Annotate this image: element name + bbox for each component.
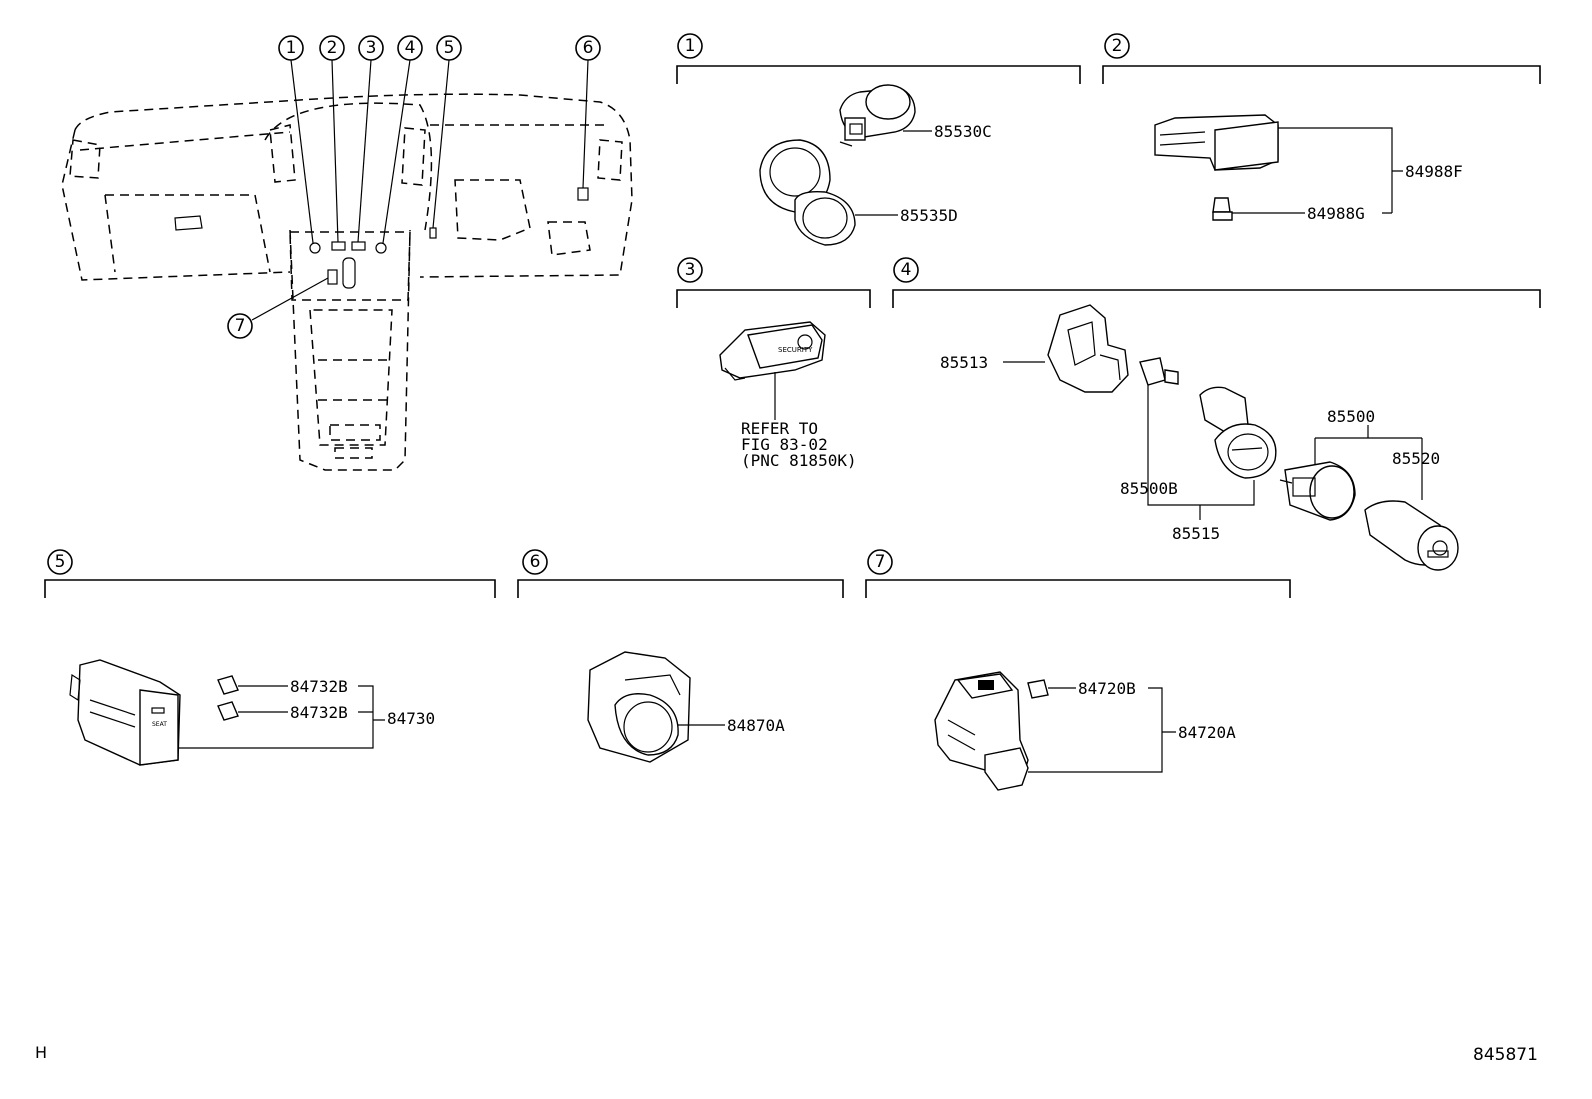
footer-letter: H <box>35 1043 47 1062</box>
section-7: 7 84720B 84720A <box>865 549 1291 791</box>
section-7-number: 7 <box>875 552 886 572</box>
section-2-number: 2 <box>1112 36 1123 56</box>
svg-text:5: 5 <box>444 38 455 58</box>
mirror-switch-84870A <box>587 651 691 763</box>
svg-text:7: 7 <box>235 316 246 336</box>
part-84720A: 84720A <box>1178 723 1236 742</box>
lighter-85520 <box>1364 500 1459 571</box>
svg-text:6: 6 <box>583 38 594 58</box>
svg-text:1: 1 <box>286 38 297 58</box>
section-2: 2 84988F 84988G <box>1102 33 1541 223</box>
part-85535D: 85535D <box>900 206 958 225</box>
section-6-number: 6 <box>530 552 541 572</box>
dashboard-overview: 1 2 3 4 5 6 7 <box>61 35 633 471</box>
part-84988G: 84988G <box>1307 204 1365 223</box>
section-4-number: 4 <box>901 260 912 280</box>
part-84730: 84730 <box>387 709 435 728</box>
callout-7: 7 <box>227 313 253 339</box>
refer-note-line2: FIG 83-02 <box>741 435 828 454</box>
callout-6: 6 <box>575 35 601 61</box>
callout-5: 5 <box>436 35 462 61</box>
section-3: 3 SECURITY REFER TO FIG 83-02 (PNC 81850… <box>676 257 871 470</box>
socket-85500 <box>1279 461 1356 521</box>
part-84732B-a: 84732B <box>290 677 348 696</box>
part-84870A: 84870A <box>727 716 785 735</box>
section-1-number: 1 <box>685 36 696 56</box>
svg-text:SEAT: SEAT <box>152 721 167 728</box>
security-switch-text: SECURITY <box>778 346 813 354</box>
refer-note-line1: REFER TO <box>741 419 818 438</box>
part-85513: 85513 <box>940 353 988 372</box>
callout-4: 4 <box>397 35 423 61</box>
bulb-84988G <box>1212 197 1233 221</box>
callout-3: 3 <box>358 35 384 61</box>
switch-84988F <box>1154 114 1279 171</box>
part-85530C: 85530C <box>934 122 992 141</box>
svg-text:4: 4 <box>405 38 416 58</box>
section-5-number: 5 <box>55 552 66 572</box>
bracket-85513 <box>1047 304 1129 393</box>
part-85500: 85500 <box>1327 407 1375 426</box>
socket-85515 <box>1199 386 1277 479</box>
part-84988F: 84988F <box>1405 162 1463 181</box>
part-85500B: 85500B <box>1120 479 1178 498</box>
svg-text:3: 3 <box>366 38 377 58</box>
ring-85535D <box>759 139 856 246</box>
section-1: 1 85530C 85535D <box>676 33 1081 246</box>
part-85515: 85515 <box>1172 524 1220 543</box>
switch-84730: SEAT <box>69 659 181 766</box>
diagram-id: 845871 <box>1473 1045 1538 1065</box>
callout-1: 1 <box>278 35 304 61</box>
callout-2: 2 <box>319 35 345 61</box>
socket-85530C <box>839 84 916 147</box>
section-3-number: 3 <box>685 260 696 280</box>
security-switch: SECURITY <box>719 321 826 381</box>
section-6: 6 84870A <box>517 549 844 763</box>
part-84720B: 84720B <box>1078 679 1136 698</box>
section-4: 4 85513 85500B 85515 85500 85520 <box>892 257 1541 571</box>
bulb-84720B <box>1027 679 1049 699</box>
refer-note-line3: (PNC 81850K) <box>741 451 857 470</box>
bulb-84732B-2 <box>217 701 239 721</box>
part-85520: 85520 <box>1392 449 1440 468</box>
section-5: 5 SEAT 84732B 84732B 84730 <box>44 549 496 766</box>
bulb-84732B-1 <box>217 675 239 695</box>
bulb-85500B <box>1139 357 1179 386</box>
part-84732B-b: 84732B <box>290 703 348 722</box>
switch-84720A <box>934 671 1029 791</box>
svg-text:2: 2 <box>327 38 338 58</box>
